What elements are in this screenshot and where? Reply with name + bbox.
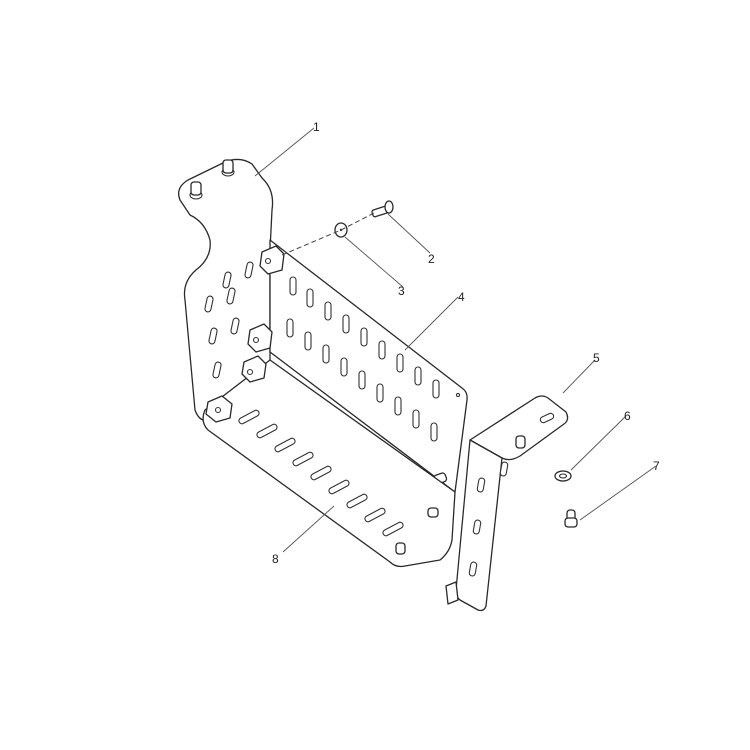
callout-5: 5	[593, 351, 600, 365]
part-1-side-plate	[177, 158, 274, 422]
part-6-washer	[554, 470, 572, 482]
part-8-bottom-tray	[202, 359, 456, 568]
callout-6: 6	[624, 409, 631, 423]
leader-lines	[254, 127, 657, 553]
part-7-bolt	[564, 509, 578, 528]
part-5-l-bracket	[445, 395, 569, 612]
callout-1: 1	[313, 120, 320, 134]
nut-blocks	[205, 245, 285, 423]
callout-3: 3	[398, 284, 405, 298]
tray-slots	[238, 409, 404, 537]
back-panel-slots	[286, 276, 440, 442]
callout-labels: 1 2 3 4 5 6 7 8	[272, 120, 660, 566]
callout-4: 4	[458, 290, 465, 304]
callout-8: 8	[272, 552, 279, 566]
part-2-bolt	[371, 200, 394, 218]
callout-7: 7	[653, 459, 660, 473]
part-4-back-panel	[269, 239, 468, 493]
callout-2: 2	[428, 252, 435, 266]
